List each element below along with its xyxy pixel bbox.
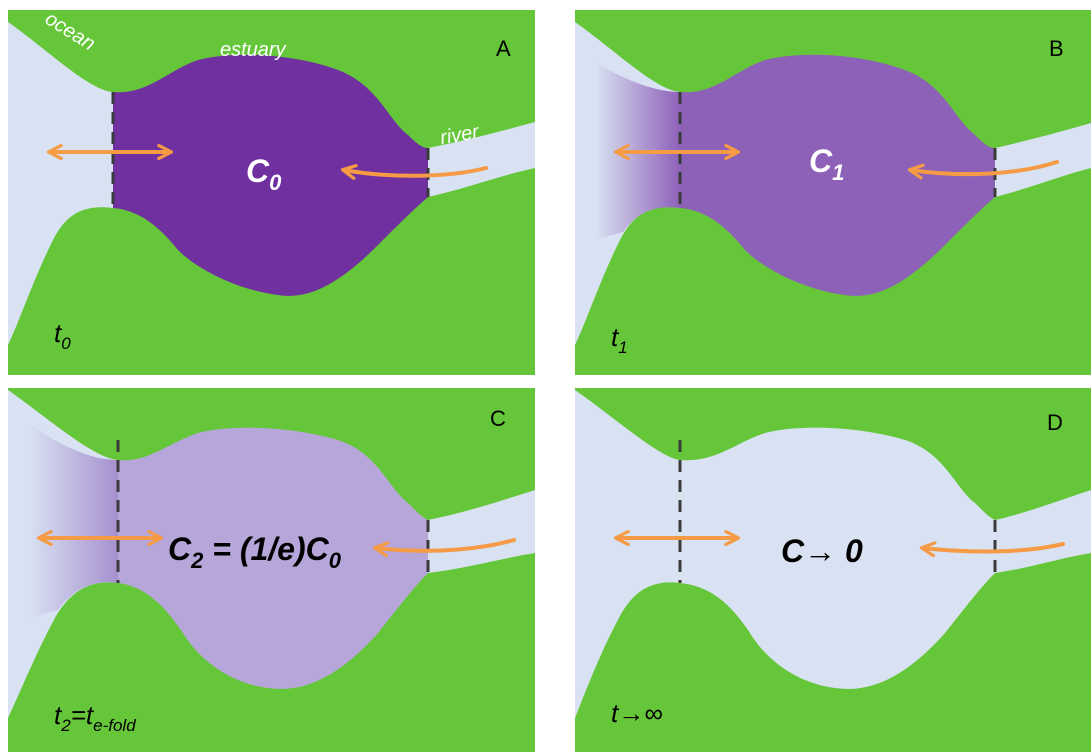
time-sub: 0 — [61, 334, 71, 353]
concentration-main: C — [781, 533, 805, 569]
time-main: t — [54, 318, 63, 348]
concentration-tail-sub: 0 — [329, 548, 342, 573]
estuary-water — [680, 427, 995, 689]
concentration-tail: = (1/e)C — [203, 531, 329, 567]
river-inflow-arrow — [372, 538, 516, 558]
concentration-sub: 1 — [832, 160, 844, 185]
panel-c: C C2 = (1/e)C0 t2=te-fold — [8, 388, 535, 752]
concentration-main: C — [809, 143, 833, 179]
time-label: t2=te-fold — [54, 700, 136, 735]
river-water — [995, 123, 1091, 197]
time-sub: 2 — [60, 716, 71, 735]
panel-letter: B — [1049, 36, 1064, 61]
ocean-water — [8, 22, 113, 345]
time-mid-sub: e-fold — [93, 716, 136, 735]
panel-letter: C — [490, 406, 506, 431]
estuary-label: estuary — [220, 39, 287, 61]
time-label: t→∞ — [611, 698, 663, 728]
river-inflow-arrow — [907, 160, 1059, 180]
river-inflow-arrow — [919, 541, 1065, 558]
concentration-label: C0 — [246, 153, 282, 195]
time-main: t — [611, 322, 620, 352]
panel-a: ocean estuary river A C0 t0 — [8, 8, 535, 375]
panel-d: D C→ 0 t→∞ — [575, 388, 1091, 752]
time-mid: →∞ — [618, 698, 663, 728]
concentration-tail: → 0 — [804, 533, 863, 569]
estuary-water — [113, 54, 428, 296]
time-label: t0 — [54, 318, 71, 353]
ocean-water — [575, 390, 680, 718]
river-water — [428, 490, 535, 573]
concentration-label: C2 = (1/e)C0 — [168, 531, 342, 573]
river-water — [428, 122, 535, 197]
concentration-label: C→ 0 — [781, 533, 863, 569]
time-mid: =t — [71, 700, 95, 730]
time-main: t — [54, 700, 63, 730]
time-label: t1 — [611, 322, 628, 357]
river-inflow-arrow — [340, 164, 488, 180]
panel-letter: A — [496, 36, 511, 61]
concentration-label: C1 — [809, 143, 844, 185]
time-sub: 1 — [618, 338, 627, 357]
estuary-water — [680, 54, 995, 296]
plume-gradient — [28, 423, 118, 618]
panel-b: B C1 t1 — [575, 10, 1091, 375]
concentration-main: C — [246, 153, 270, 189]
estuary-water — [118, 427, 428, 689]
concentration-sub: 2 — [190, 548, 204, 573]
concentration-sub: 0 — [269, 170, 282, 195]
time-main: t — [611, 698, 620, 728]
panel-letter: D — [1047, 410, 1063, 435]
concentration-main: C — [168, 531, 192, 567]
